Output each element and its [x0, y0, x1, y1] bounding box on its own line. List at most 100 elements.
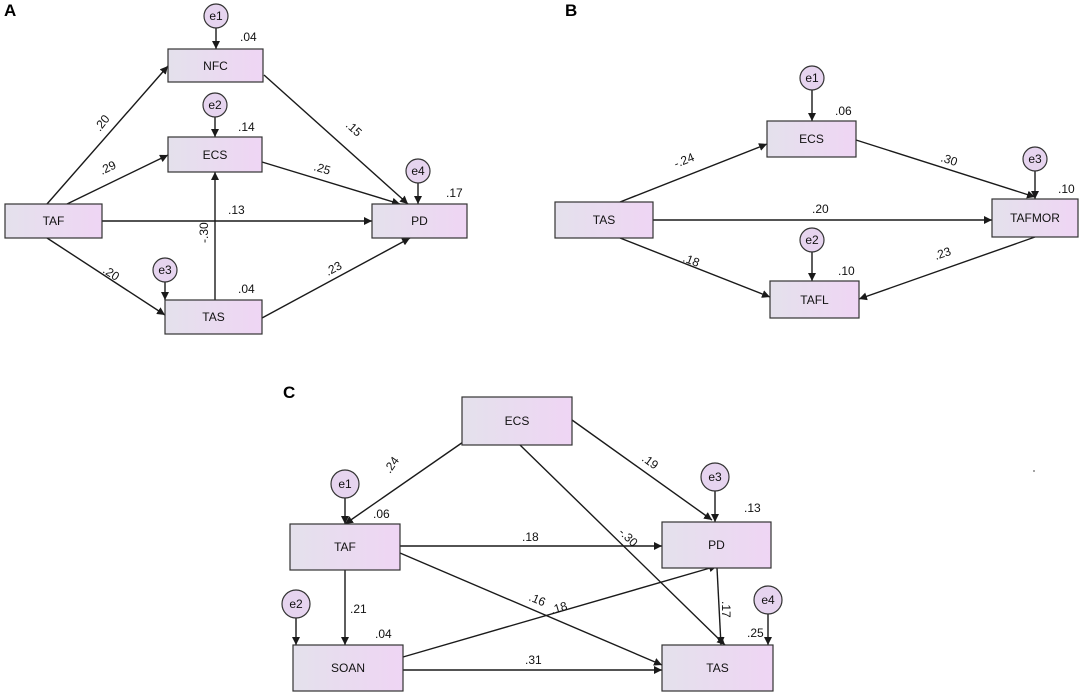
- error-e2: e2: [281, 589, 311, 619]
- edge-tas-ecs: [619, 143, 768, 203]
- node-pd: PD: [661, 521, 772, 569]
- coef-soan-pd: .18: [549, 599, 569, 617]
- coef-tas-ecs: -.24: [672, 150, 697, 171]
- node-ecs-label: ECS: [799, 132, 824, 146]
- error-e4: e4: [753, 585, 783, 615]
- r2-soan: .04: [375, 627, 392, 641]
- coef-tafmor-tafl: .23: [932, 244, 953, 263]
- error-e2-label: e2: [289, 597, 303, 611]
- coef-ecs-tafmor: .30: [939, 151, 960, 170]
- error-e4-label: e4: [411, 164, 425, 178]
- node-nfc-label: NFC: [203, 59, 228, 73]
- node-ecs: ECS: [461, 396, 573, 446]
- panel-b-letter: B: [565, 1, 577, 20]
- r2-ecs: .14: [238, 120, 255, 134]
- node-tafl-label: TAFL: [800, 293, 829, 307]
- node-tas-label: TAS: [202, 310, 224, 324]
- node-pd-label: PD: [708, 538, 725, 552]
- edge-taf-nfc: [46, 65, 169, 205]
- r2-pd: .17: [446, 186, 463, 200]
- coef-taf-tas: .16: [527, 590, 548, 610]
- error-e2-label: e2: [208, 98, 222, 112]
- error-e3-label: e3: [1028, 152, 1042, 166]
- error-e1-label: e1: [805, 71, 819, 85]
- error-e3-label: e3: [158, 263, 172, 277]
- coef-soan-tas: .31: [525, 653, 542, 667]
- node-tafmor-label: TAFMOR: [1010, 211, 1060, 225]
- node-taf-label: TAF: [334, 540, 356, 554]
- error-e3-label: e3: [708, 470, 722, 484]
- error-e4: e4: [405, 158, 431, 184]
- panel-a: A NFC ECS TAF PD T: [4, 1, 468, 335]
- r2-nfc: .04: [240, 30, 257, 44]
- r2-tas: .25: [747, 626, 764, 640]
- node-soan: SOAN: [292, 644, 404, 692]
- coef-taf-tas: .20: [100, 263, 122, 284]
- node-tafl: TAFL: [769, 280, 860, 319]
- coef-taf-nfc: .20: [91, 112, 113, 134]
- node-ecs-label: ECS: [505, 414, 530, 428]
- error-e4-label: e4: [761, 593, 775, 607]
- node-soan-label: SOAN: [331, 661, 365, 675]
- panel-a-letter: A: [4, 1, 16, 20]
- error-e2-label: e2: [805, 233, 819, 247]
- coef-tas-tafmor: .20: [812, 202, 829, 216]
- node-taf: TAF: [289, 523, 401, 571]
- coef-ecs-taf: .24: [381, 454, 402, 476]
- coef-taf-ecs: .29: [97, 158, 118, 178]
- edge-tas-pd: [261, 237, 411, 319]
- edge-tas-tafl: [619, 237, 771, 298]
- node-pd-label: PD: [411, 214, 428, 228]
- error-e3: e3: [1022, 146, 1048, 172]
- r2-pd: .13: [744, 501, 761, 515]
- edge-ecs-pd: [261, 161, 401, 206]
- stray-dot: [1033, 470, 1035, 472]
- coef-taf-soan: .21: [350, 602, 367, 616]
- edge-nfc-pd: [263, 74, 409, 205]
- coef-taf-pd: .13: [228, 203, 245, 217]
- node-pd: PD: [371, 203, 468, 239]
- edge-ecs-tafmor: [855, 139, 1036, 199]
- node-nfc: NFC: [167, 48, 264, 83]
- r2-tafl: .10: [838, 264, 855, 278]
- error-e2: e2: [202, 92, 228, 118]
- edge-ecs-tas: [519, 444, 726, 646]
- panel-c-letter: C: [283, 383, 295, 402]
- edge-taf-tas: [46, 237, 166, 316]
- node-tafmor: TAFMOR: [991, 198, 1079, 238]
- edge-tafmor-tafl: [858, 236, 1036, 301]
- node-tas: TAS: [661, 644, 774, 692]
- node-tas-label: TAS: [706, 661, 728, 675]
- error-e1: e1: [330, 469, 360, 499]
- error-e3: e3: [152, 257, 178, 283]
- node-tas: TAS: [164, 299, 263, 335]
- node-taf-label: TAF: [43, 214, 65, 228]
- error-e2: e2: [799, 227, 825, 253]
- node-ecs: ECS: [167, 136, 263, 173]
- error-e1-label: e1: [338, 477, 352, 491]
- error-e1: e1: [799, 65, 825, 91]
- node-tas: TAS: [554, 201, 654, 239]
- r2-ecs: .06: [835, 104, 852, 118]
- edge-ecs-pd: [571, 419, 713, 521]
- panel-c: C ECS TAF PD SOAN: [281, 383, 783, 692]
- coef-taf-pd: .18: [522, 530, 539, 544]
- coef-tas-tafl: .18: [681, 251, 702, 270]
- coef-ecs-pd: .25: [312, 159, 332, 177]
- edge-pd-tas: [716, 567, 725, 646]
- coef-nfc-pd: .15: [343, 118, 365, 140]
- panel-b: B ECS TAS TAFMOR TAFL e1: [554, 1, 1079, 319]
- r2-taf: .06: [373, 507, 390, 521]
- edge-ecs-taf: [344, 439, 467, 525]
- edge-taf-tas: [399, 552, 663, 666]
- node-ecs: ECS: [766, 120, 857, 158]
- r2-tas: .04: [238, 282, 255, 296]
- node-tas-label: TAS: [593, 213, 615, 227]
- error-e1-label: e1: [209, 9, 223, 23]
- edge-taf-ecs: [66, 154, 169, 205]
- coef-tas-ecs: -.30: [197, 222, 211, 243]
- node-ecs-label: ECS: [203, 148, 228, 162]
- coef-ecs-pd: .19: [639, 451, 661, 472]
- r2-tafmor: .10: [1058, 182, 1075, 196]
